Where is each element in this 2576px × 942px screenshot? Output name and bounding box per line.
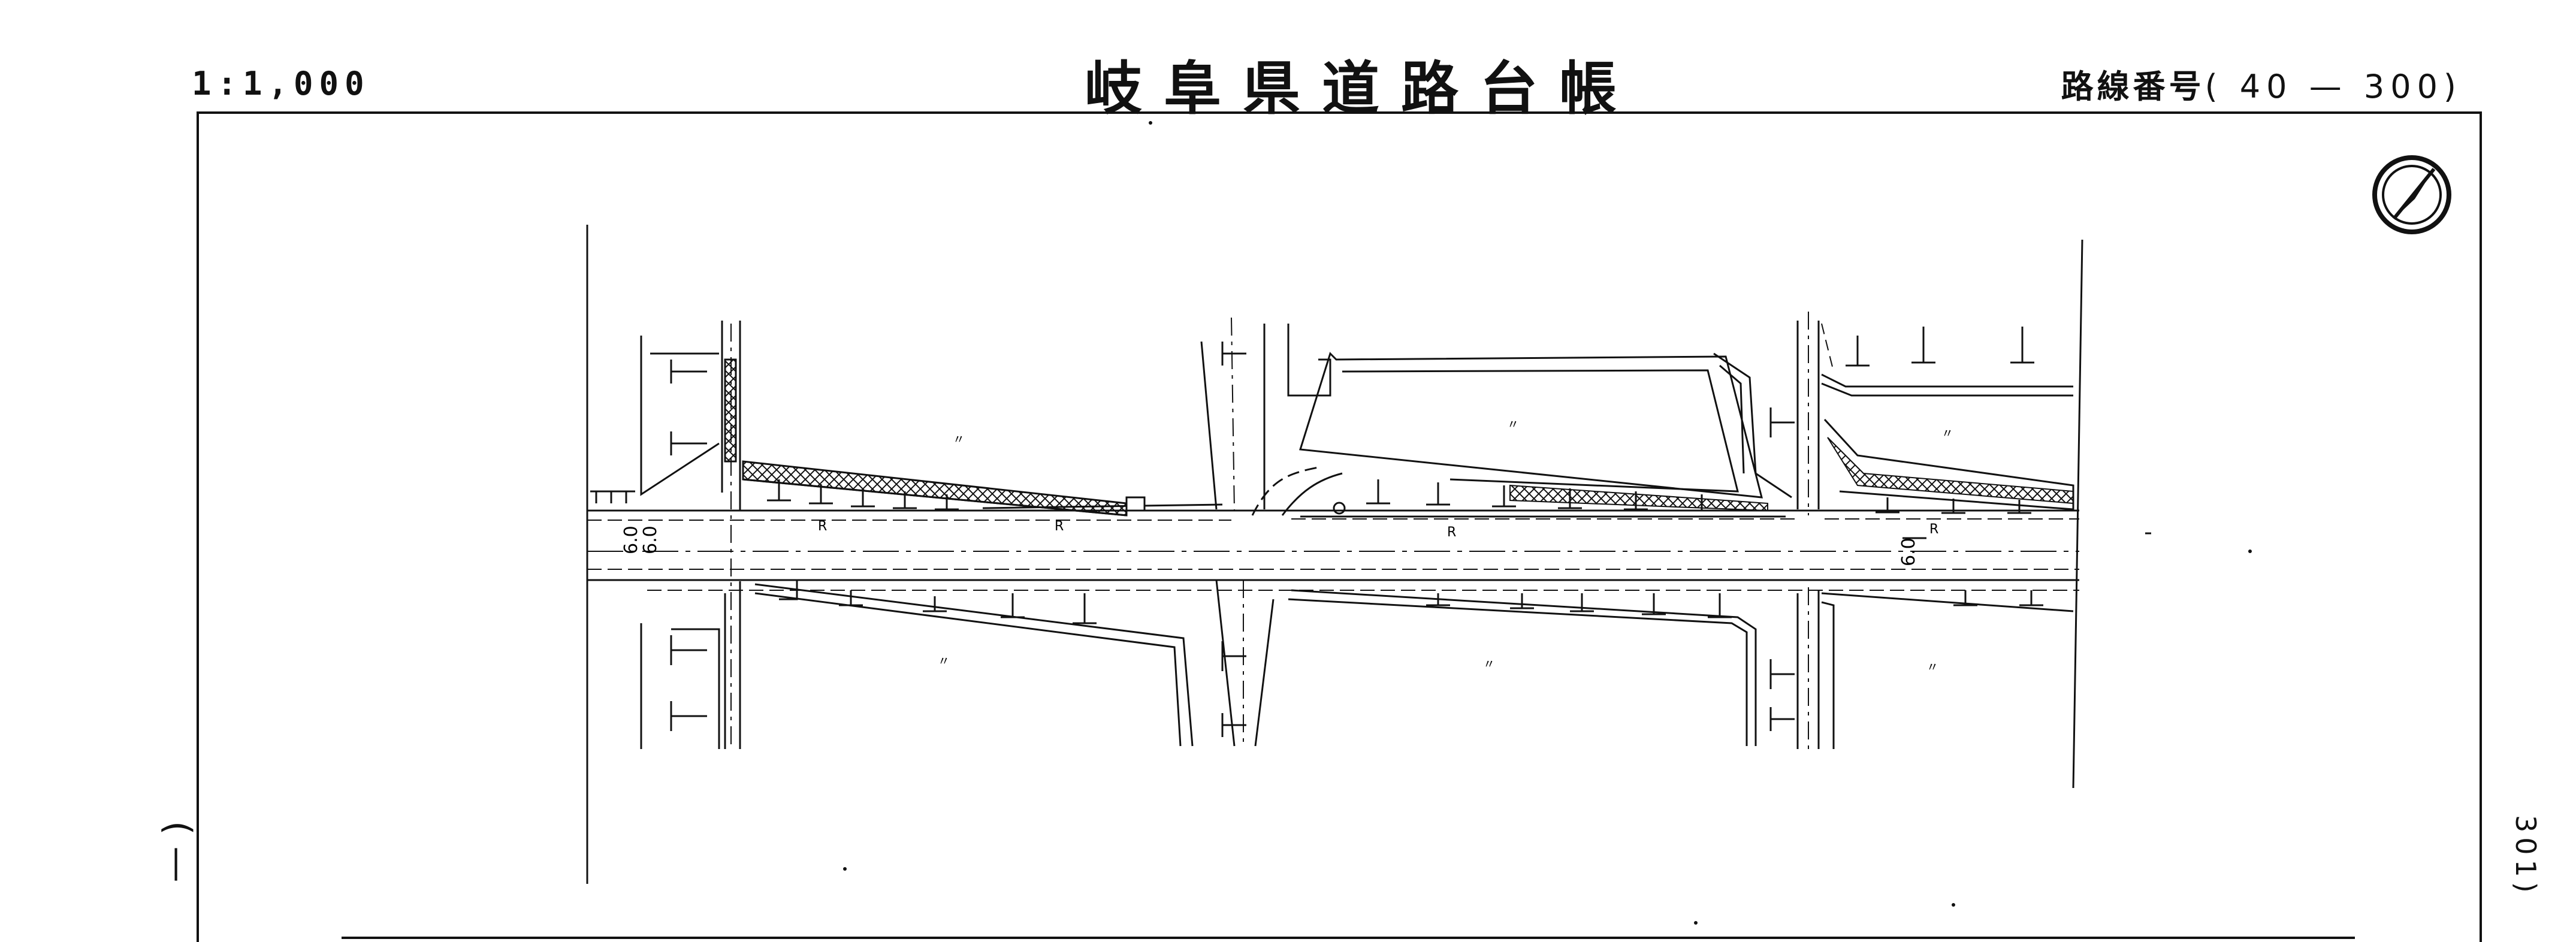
- adjacent-route-label: 301): [2509, 815, 2542, 898]
- upper-sidewalk-center: [1299, 352, 1786, 518]
- parcel-mark-1: 〃: [953, 432, 965, 446]
- cross-street-center: [1200, 317, 1343, 747]
- road-width-right: 6.0: [1898, 538, 1919, 566]
- upper-sidewalk-right: [1821, 323, 2074, 511]
- utility-symbols: [670, 327, 2151, 737]
- page-title: 岐阜県道路台帳: [1085, 55, 1638, 122]
- parcel-mark-6: 〃: [1926, 660, 1938, 674]
- route-number-value: ( 40 — 300): [2204, 68, 2462, 105]
- cross-street-right: [1713, 312, 1820, 749]
- road-mark-4: R: [1929, 522, 1938, 537]
- upper-sidewalk-left: [742, 460, 1223, 517]
- left-margin-label: ( —: [157, 821, 199, 883]
- road-width-left-2: 6.0: [640, 526, 661, 554]
- road-mark-2: R: [1055, 519, 1064, 534]
- road-mark-1: R: [818, 519, 827, 534]
- parcel-mark-3: 〃: [1941, 426, 1953, 440]
- main-road: [587, 509, 2079, 591]
- route-number: 路線番号( 40 — 300): [2061, 60, 2462, 107]
- map-frame: [197, 111, 2482, 942]
- road-end-left: [590, 490, 635, 503]
- route-label: 路線番号: [2061, 68, 2205, 105]
- parcel-mark-5: 〃: [1483, 657, 1495, 671]
- cross-street-left: [640, 321, 741, 749]
- parcel-mark-2: 〃: [1507, 417, 1519, 431]
- road-mark-3: R: [1447, 525, 1456, 540]
- parcel-mark-4: 〃: [938, 654, 950, 668]
- road-width-left-1: 6.0: [621, 526, 642, 554]
- scale-label: 1:1,000: [192, 65, 370, 102]
- north-arrow-icon: [2372, 155, 2451, 234]
- sidewalk-tree-marks: [767, 479, 2043, 624]
- lower-sidewalks: [743, 579, 2074, 749]
